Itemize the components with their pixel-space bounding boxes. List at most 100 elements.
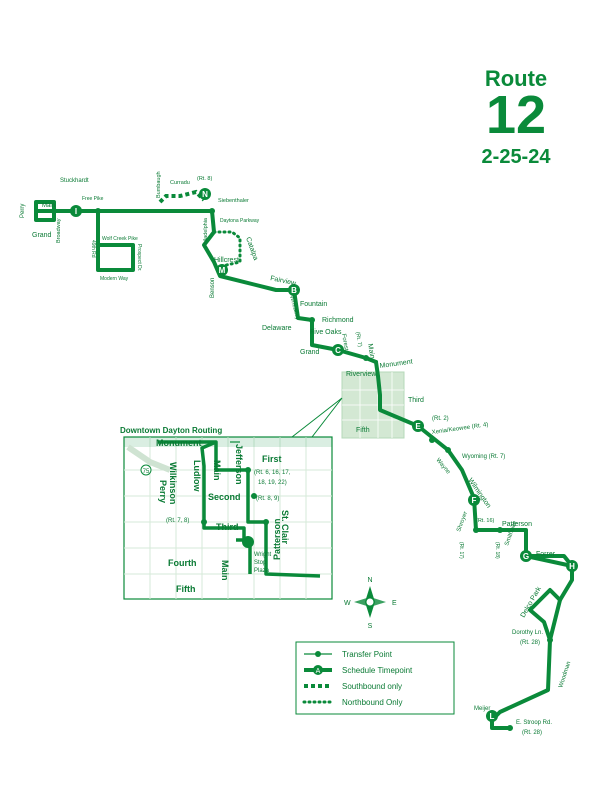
compass-s: S <box>368 623 373 630</box>
label-wyoming: Wyoming (Rt. 7) <box>462 454 505 460</box>
label-fountain: Fountain <box>300 301 327 308</box>
label-fairview: Fairview <box>270 275 298 287</box>
inset-main: Main <box>212 460 222 481</box>
label-rt16: (Rt. 16) <box>476 518 495 524</box>
compass-e: E <box>392 600 397 607</box>
inset-title: Downtown Dayton Routing <box>120 426 222 435</box>
legend-southbound: Southbound only <box>342 682 402 691</box>
label-meijer: Meijer <box>474 706 490 712</box>
timepoint-i: I <box>75 207 77 216</box>
northbound-segment <box>212 230 242 268</box>
inset-first-routes2: 18, 19, 22) <box>258 480 287 486</box>
label-rt2: (Rt. 2) <box>432 416 449 422</box>
interstate-75: 75 <box>143 469 150 475</box>
label-siebenthaler: Siebenthaler <box>218 198 249 204</box>
inset-jefferson: Jefferson <box>234 444 244 485</box>
label-main: Main <box>366 343 376 359</box>
label-49th-rd: 49th Rd <box>90 240 96 258</box>
inset-second: Second <box>208 492 241 502</box>
label-grand-west: Grand <box>32 232 52 239</box>
label-hillcrest: Hillcrest <box>214 257 239 264</box>
inset-fifth: Fifth <box>176 584 196 594</box>
compass-w: W <box>344 600 351 607</box>
inset-monument: Monument <box>156 438 202 448</box>
label-delaware: Delaware <box>262 325 292 332</box>
label-e-stroop: E. Stroop Rd. <box>516 720 552 726</box>
inset-rt78: (Rt. 7, 8) <box>166 518 189 524</box>
label-main-west: Main <box>42 203 55 209</box>
inset-perry: Perry <box>158 480 168 503</box>
inset-patterson: Patterson <box>272 518 282 560</box>
route-label: Route <box>484 66 548 91</box>
label-rt8-north: (Rt. 8) <box>197 176 212 182</box>
label-forest: Forest <box>340 333 349 351</box>
route-date: 2-25-24 <box>481 146 551 168</box>
timepoint-g: G <box>523 552 529 561</box>
label-dorothy: Dorothy Ln. <box>512 630 543 636</box>
inset-st-clair: St. Clair <box>280 510 290 545</box>
inset-first-routes: (Rt. 6, 16, 17, <box>254 470 291 476</box>
label-richmond: Richmond <box>322 317 354 324</box>
label-wayne: Wayne <box>434 457 451 475</box>
label-riverview: Riverview <box>346 371 377 378</box>
label-monument: Monument <box>379 358 413 370</box>
inset-ludlow: Ludlow <box>192 460 202 492</box>
label-patterson: Patterson <box>502 521 532 528</box>
transfer-points <box>51 208 553 731</box>
timepoint-n: N <box>202 190 208 199</box>
label-shroyer: Shroyer <box>456 511 469 533</box>
label-rt7-north: (Rt. 7) <box>354 331 363 347</box>
downtown-inset: Downtown Dayton Routing 75 Monument Main… <box>120 426 333 600</box>
inset-wright-stop3: Plaza <box>254 568 270 574</box>
inset-callout <box>290 397 343 438</box>
inset-wilkinson: Wilkinson <box>168 462 178 504</box>
label-third: Third <box>408 397 424 404</box>
label-prospect: Prospect Dr. <box>136 244 142 272</box>
label-curradu: Curradu <box>170 180 190 186</box>
compass-rose: N S E W <box>344 577 397 630</box>
label-woodman: Woodman <box>558 661 572 689</box>
label-rt17: (Rt. 17) <box>458 542 464 559</box>
inset-first: First <box>262 454 282 464</box>
label-stuckhardt: Stuckhardt <box>60 178 89 184</box>
legend-northbound: Northbound Only <box>342 698 402 707</box>
label-wolf-creek: Wolf Creek Pike <box>102 236 138 242</box>
label-philadelphia: Philadelphia <box>203 217 209 248</box>
label-xenia: Xenia/Keowee (Rt. 4) <box>431 422 488 436</box>
inset-wright-stop: Wright <box>254 552 272 558</box>
label-broadway: Broadway <box>56 218 62 243</box>
legend-timepoint-letter: A <box>316 668 321 675</box>
timepoint-l: L <box>490 712 495 721</box>
inset-fourth: Fourth <box>168 558 197 568</box>
label-rt28-dorothy: (Rt. 28) <box>520 640 540 646</box>
inset-wright-stop2: Stop <box>254 560 267 566</box>
inset-third: Third <box>216 522 239 532</box>
timepoint-f: F <box>472 496 477 505</box>
label-daytona: Daytona Parkway <box>220 218 260 224</box>
timepoint-h: H <box>569 562 575 571</box>
timepoint-e: E <box>415 422 421 431</box>
inset-main-lower: Main <box>220 560 230 581</box>
label-bumbaugh: Bumbaugh <box>156 171 162 198</box>
timepoint-m: M <box>219 266 226 275</box>
label-modern-way: Modern Way <box>100 276 129 282</box>
southbound-segment <box>158 189 206 204</box>
label-fifth: Fifth <box>356 427 370 434</box>
label-free-pike: Free Pike <box>82 196 104 202</box>
label-forrer: Forrer <box>536 551 556 558</box>
inset-second-routes: (Rt. 8, 9) <box>256 496 279 502</box>
label-catalpa: Catalpa <box>244 236 259 261</box>
label-perry: Perry <box>20 204 26 218</box>
legend-timepoint: Schedule Timepoint <box>342 666 413 675</box>
compass-n: N <box>367 577 372 584</box>
legend: Transfer Point A Schedule Timepoint Sout… <box>295 641 455 715</box>
timepoint-c: C <box>335 346 341 355</box>
label-rt18: (Rt. 18) <box>494 542 500 559</box>
timepoint-b: B <box>291 286 297 295</box>
timepoints: I N M B C E F G H L <box>70 188 578 722</box>
label-benson: Benson <box>210 278 216 298</box>
label-five-oaks: Five Oaks <box>310 329 342 336</box>
route-number: 12 <box>485 85 547 145</box>
legend-transfer: Transfer Point <box>342 650 393 659</box>
